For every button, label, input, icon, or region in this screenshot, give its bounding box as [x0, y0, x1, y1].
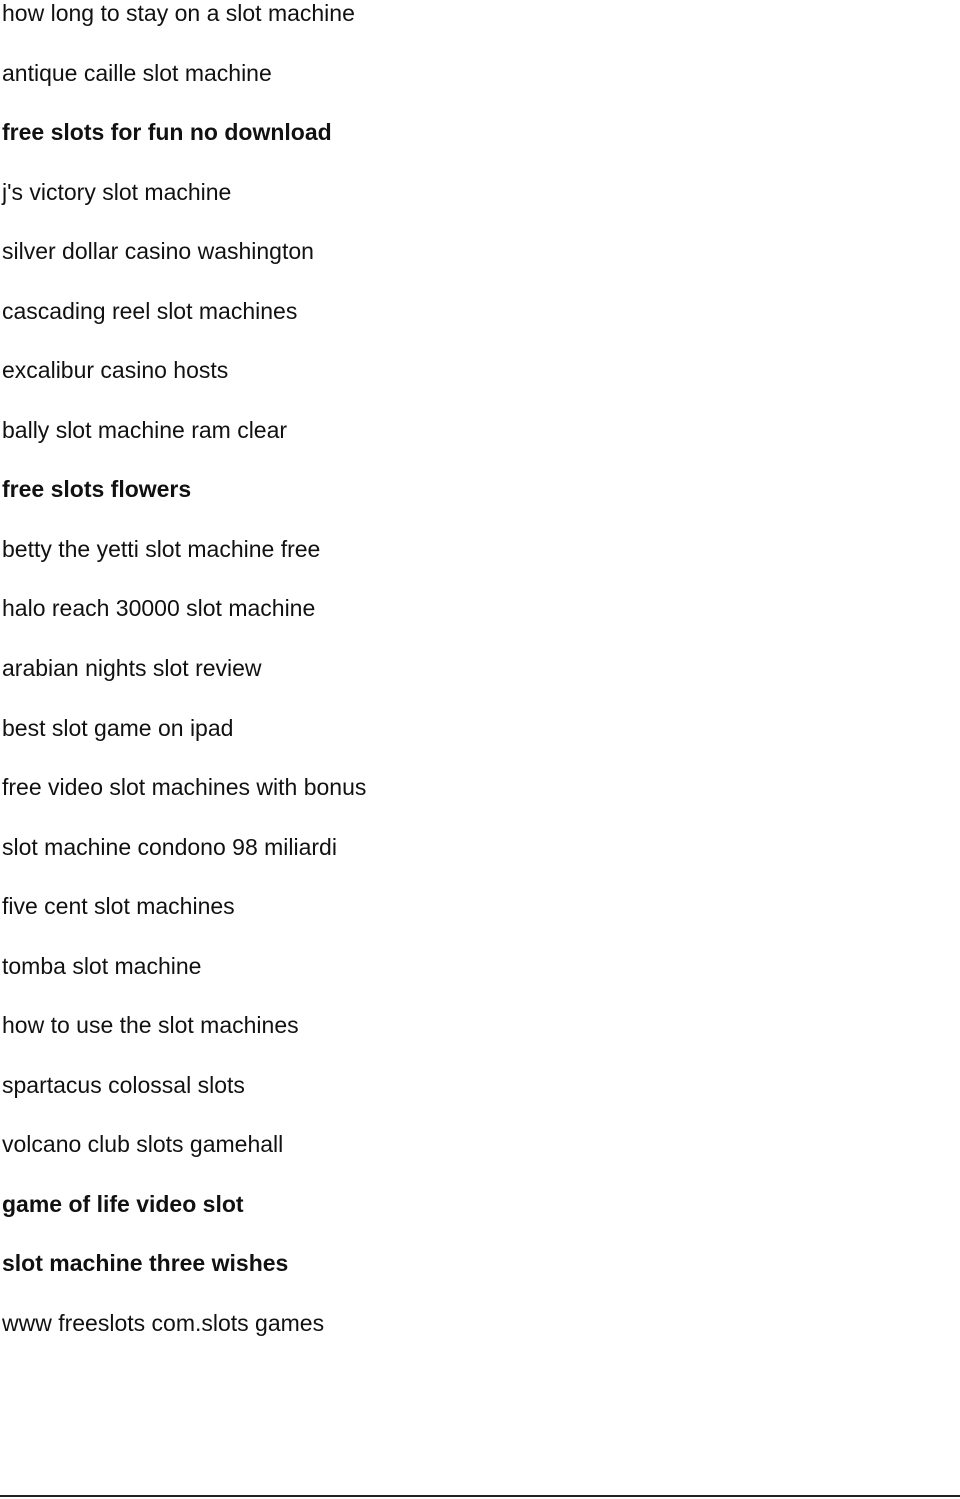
list-item[interactable]: halo reach 30000 slot machine [2, 595, 316, 622]
list-item[interactable]: bally slot machine ram clear [2, 416, 288, 443]
list-item[interactable]: how to use the slot machines [2, 1012, 299, 1039]
list-item[interactable]: spartacus colossal slots [2, 1071, 245, 1098]
list-item[interactable]: excalibur casino hosts [2, 357, 229, 384]
list-item[interactable]: free slots flowers [2, 476, 192, 503]
list-item[interactable]: arabian nights slot review [2, 655, 262, 682]
list-item[interactable]: www freeslots com.slots games [2, 1310, 325, 1337]
bottom-divider [0, 1495, 960, 1497]
list-item[interactable]: how long to stay on a slot machine [2, 0, 355, 26]
list-item[interactable]: best slot game on ipad [2, 714, 234, 741]
list-item[interactable]: game of life video slot [2, 1190, 244, 1217]
list-item[interactable]: slot machine condono 98 miliardi [2, 833, 337, 860]
list-item[interactable]: j's victory slot machine [2, 178, 232, 205]
list-item[interactable]: free slots for fun no download [2, 119, 332, 146]
list-item[interactable]: betty the yetti slot machine free [2, 535, 321, 562]
list-item[interactable]: slot machine three wishes [2, 1250, 289, 1277]
list-item[interactable]: free video slot machines with bonus [2, 774, 367, 801]
list-item[interactable]: cascading reel slot machines [2, 297, 298, 324]
list-item[interactable]: five cent slot machines [2, 893, 235, 920]
list-item[interactable]: volcano club slots gamehall [2, 1131, 284, 1158]
list-item[interactable]: silver dollar casino washington [2, 238, 314, 265]
list-item[interactable]: antique caille slot machine [2, 59, 272, 86]
list-item[interactable]: tomba slot machine [2, 952, 202, 979]
link-list: how long to stay on a slot machine antiq… [2, 0, 366, 1370]
